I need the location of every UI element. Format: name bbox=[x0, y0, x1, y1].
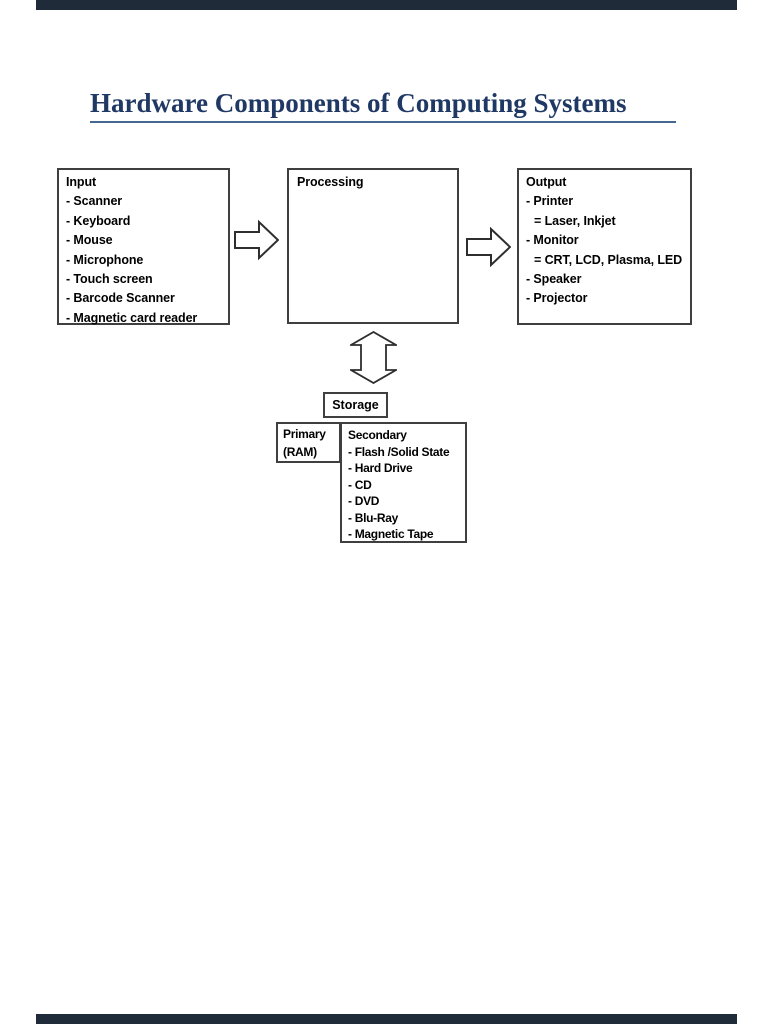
list-item: (RAM) bbox=[283, 444, 317, 459]
page-edge-top bbox=[36, 0, 737, 10]
input-device-list: - Scanner - Keyboard - Mouse - Microphone - … bbox=[66, 192, 222, 328]
output-box: Output - Printer = Laser, Inkjet - Monitor… bbox=[517, 168, 692, 325]
list-item: Primary bbox=[283, 427, 326, 441]
list-item: - Monitor bbox=[526, 233, 579, 248]
page-edge-bottom bbox=[36, 1014, 737, 1024]
list-item: - Scanner bbox=[66, 194, 123, 209]
output-device-list: - Printer = Laser, Inkjet - Monitor = CRT, … bbox=[526, 192, 686, 308]
list-item: - Flash /Solid State bbox=[348, 444, 450, 459]
output-box-title: Output bbox=[526, 175, 567, 189]
primary-storage-lines: Primary (RAM) bbox=[283, 426, 337, 461]
list-item: - Mouse bbox=[66, 233, 113, 248]
list-item: - Projector bbox=[526, 291, 588, 306]
block-arrow-right-icon bbox=[234, 220, 279, 260]
list-item: - Barcode Scanner bbox=[66, 291, 175, 306]
title-underline bbox=[90, 121, 676, 123]
list-item: = CRT, LCD, Plasma, LED bbox=[534, 252, 683, 267]
list-item: - Touch screen bbox=[66, 272, 153, 287]
list-item: - Speaker bbox=[526, 272, 582, 287]
list-item: - Keyboard bbox=[66, 213, 131, 228]
processing-box-title: Processing bbox=[297, 175, 364, 189]
list-item: - Microphone bbox=[66, 252, 144, 267]
input-box-title: Input bbox=[66, 175, 97, 189]
list-item: - Hard Drive bbox=[348, 461, 413, 475]
secondary-storage-title: Secondary bbox=[348, 428, 407, 442]
primary-storage-box: Primary (RAM) bbox=[276, 422, 341, 463]
list-item: = Laser, Inkjet bbox=[534, 213, 616, 228]
list-item: - Printer bbox=[526, 194, 574, 209]
list-item: - CD bbox=[348, 477, 372, 492]
processing-box: Processing bbox=[287, 168, 459, 324]
block-arrow-updown-icon bbox=[350, 331, 397, 384]
list-item: - DVD bbox=[348, 494, 380, 508]
storage-label-box: Storage bbox=[323, 392, 388, 418]
list-item: - Magnetic card reader bbox=[66, 310, 198, 325]
input-box: Input - Scanner - Keyboard - Mouse - Microp… bbox=[57, 168, 230, 325]
list-item: - Blu-Ray bbox=[348, 510, 398, 525]
page-title: Hardware Components of Computing Systems bbox=[90, 88, 627, 118]
secondary-storage-box: Secondary - Flash /Solid State - Hard Dri… bbox=[340, 422, 467, 543]
secondary-storage-list: - Flash /Solid State - Hard Drive - CD - DV… bbox=[348, 444, 463, 543]
list-item: - Magnetic Tape bbox=[348, 527, 434, 541]
block-arrow-right-icon bbox=[466, 227, 511, 267]
